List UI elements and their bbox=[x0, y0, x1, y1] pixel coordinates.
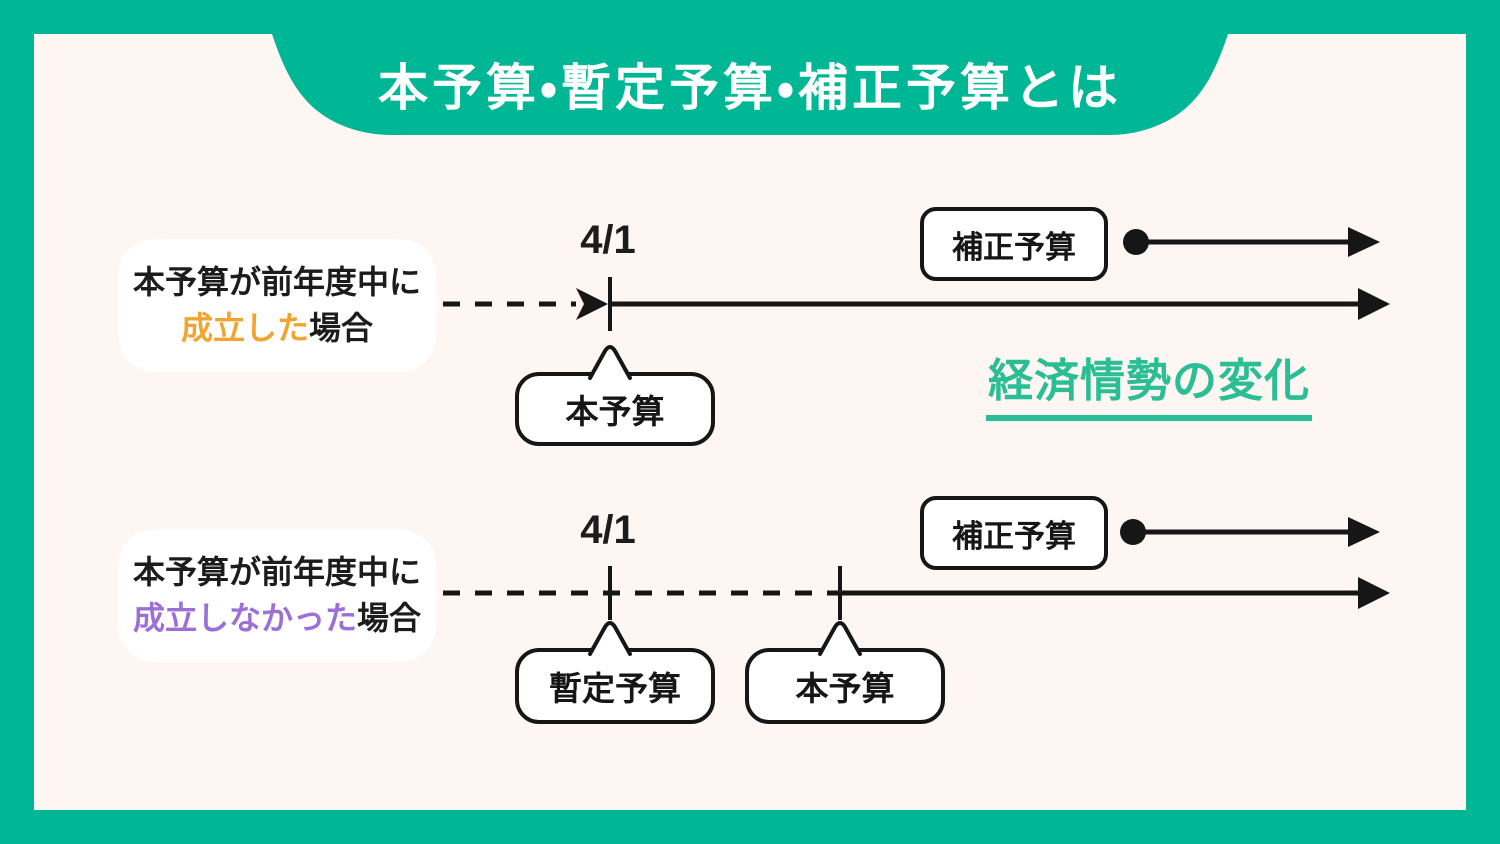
main-budget-bubble-top: 本予算 bbox=[515, 372, 715, 446]
supplementary-budget-tag-bottom: 補正予算 bbox=[920, 496, 1108, 570]
page-title: 本予算・暫定予算・補正予算とは bbox=[378, 60, 1122, 116]
banner-ribbon bbox=[272, 34, 1228, 135]
case-label-top-suffix: 場合 bbox=[309, 309, 374, 346]
date-label-bottom: 4/1 bbox=[580, 508, 636, 552]
case-label-bottom-suffix: 場合 bbox=[357, 599, 422, 636]
date-label-top: 4/1 bbox=[580, 218, 636, 262]
supplementary-budget-tag-top: 補正予算 bbox=[920, 207, 1108, 281]
supplementary-bottom-arrowhead-icon bbox=[1348, 517, 1380, 547]
case-label-top-line2: 成立した場合 bbox=[181, 306, 373, 351]
case-label-top-line1: 本予算が前年度中に bbox=[132, 264, 421, 301]
title-banner-shape bbox=[272, 34, 1228, 135]
case-label-bottom-line1: 本予算が前年度中に bbox=[132, 554, 421, 591]
case-label-bottom-highlight: 成立しなかった bbox=[132, 599, 357, 636]
case-label-top: 本予算が前年度中に 成立した場合 bbox=[118, 239, 436, 372]
provisional-budget-bubble: 暫定予算 bbox=[515, 648, 715, 724]
case-label-bottom: 本予算が前年度中に 成立しなかった場合 bbox=[118, 529, 436, 662]
case-label-bottom-line2: 成立しなかった場合 bbox=[133, 596, 421, 641]
main-budget-bubble-bottom: 本予算 bbox=[745, 648, 945, 724]
case-label-top-highlight: 成立した bbox=[180, 309, 309, 346]
timeline-top-arrowhead-icon bbox=[1358, 288, 1390, 320]
supplementary-top-arrowhead-icon bbox=[1348, 227, 1380, 257]
economic-change-note: 経済情勢の変化 bbox=[986, 344, 1313, 421]
timeline-bottom-arrowhead-icon bbox=[1358, 577, 1390, 609]
timeline-top-tick-arrowhead-icon bbox=[576, 288, 608, 320]
